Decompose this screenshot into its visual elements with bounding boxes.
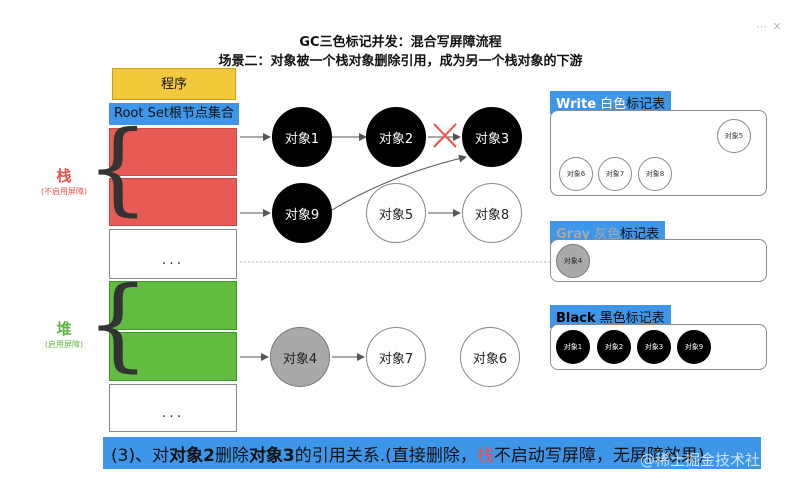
black-table-title-cn-a: 黑色 <box>595 311 626 326</box>
node-obj6: 对象6 <box>460 327 520 387</box>
stack-note: (不启用屏障) <box>40 187 88 196</box>
node-obj8: 对象8 <box>462 183 522 243</box>
node-obj5: 对象5 <box>366 183 426 243</box>
delete-cross-icon <box>433 123 457 148</box>
white-table-title-cn-b: 标记表 <box>626 97 666 112</box>
caption-part-5: 的引用关系.(直接删除， <box>294 446 477 466</box>
watermark: @稀土掘金技术社区 <box>640 451 776 469</box>
black-item-obj2: 对象2 <box>597 330 631 364</box>
stack-brace: { <box>86 109 150 226</box>
diagram-subtitle: 场景二：对象被一个栈对象删除引用，成为另一个栈对象的下游 <box>218 54 583 69</box>
heap-brace: { <box>86 265 150 382</box>
window-controls-icon: ⋯ ✕ <box>756 20 783 33</box>
diagram-title: GC三色标记并发：混合写屏障流程 <box>299 35 502 50</box>
caption-part-7: 不启动写屏障，无屏障效果) <box>493 446 705 466</box>
black-table-title-en: Black <box>556 311 596 326</box>
gray-table-title-en: Gray <box>556 227 590 242</box>
node-obj3: 对象3 <box>462 107 522 167</box>
black-item-obj9: 对象9 <box>677 330 711 364</box>
step-caption: (3)、对对象2删除对象3的引用关系.(直接删除，栈不启动写屏障，无屏障效果) <box>103 437 761 469</box>
heap-note: (启用屏障) <box>44 340 84 349</box>
gray-table-title-cn-b: 标记表 <box>620 227 660 242</box>
white-item-obj6: 对象6 <box>559 157 593 191</box>
node-obj4: 对象4 <box>270 327 330 387</box>
caption-part-4: 对象3 <box>248 446 295 466</box>
white-table-title: Write 白色标记表 <box>550 91 672 114</box>
heap-slot-2 <box>109 332 237 381</box>
root-set-label: Root Set根节点集合 <box>109 103 239 125</box>
program-label: 程序 <box>112 68 236 100</box>
heap-slot-1 <box>109 281 237 330</box>
stack-ellipsis: ... <box>109 229 237 279</box>
gray-table-panel: 对象4 <box>550 239 767 282</box>
gray-table-title-cn-a: 灰色 <box>589 227 621 242</box>
heap-ellipsis: ... <box>109 384 237 432</box>
black-table-title: Black 黑色标记表 <box>550 305 671 328</box>
arrow-obj9-obj3 <box>331 154 467 211</box>
black-table-panel: 对象1 对象2 对象3 对象9 <box>550 324 767 370</box>
white-item-obj8: 对象8 <box>638 157 672 191</box>
heap-label: 堆 <box>56 320 72 338</box>
stack-label: 栈 <box>56 167 72 185</box>
node-obj1: 对象1 <box>272 107 332 167</box>
white-item-obj7: 对象7 <box>598 157 632 191</box>
caption-part-1: (3)、对 <box>111 446 170 466</box>
caption-part-6: 栈 <box>476 446 494 466</box>
white-table-title-cn-a: 白色 <box>596 97 627 112</box>
stack-slot-1 <box>109 128 237 176</box>
stack-slot-2 <box>109 178 237 226</box>
node-obj9: 对象9 <box>272 183 332 243</box>
white-table-title-en: Write <box>556 97 597 112</box>
caption-part-3: 删除 <box>214 446 249 466</box>
black-item-obj1: 对象1 <box>556 330 590 364</box>
gray-item-obj4: 对象4 <box>556 244 590 278</box>
gray-table-title: Gray 灰色标记表 <box>550 221 666 244</box>
white-item-obj5: 对象5 <box>717 119 751 153</box>
node-obj7: 对象7 <box>366 327 426 387</box>
black-item-obj3: 对象3 <box>637 330 671 364</box>
black-table-title-cn-b: 标记表 <box>625 311 665 326</box>
caption-part-2: 对象2 <box>169 446 215 466</box>
node-obj2: 对象2 <box>366 107 426 167</box>
white-table-panel: 对象5 对象6 对象7 对象8 <box>550 110 767 196</box>
